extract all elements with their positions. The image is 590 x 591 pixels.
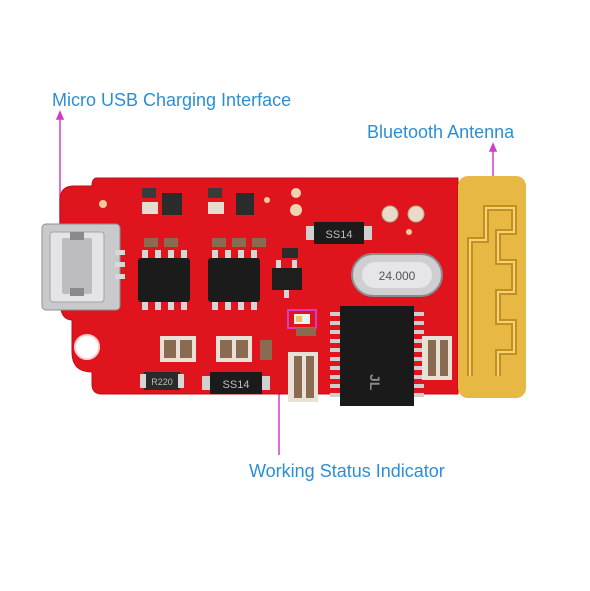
crystal-oscillator: 24.000 bbox=[351, 253, 443, 297]
via bbox=[291, 188, 301, 198]
mounting-hole bbox=[74, 334, 100, 360]
micro-usb-connector bbox=[41, 223, 125, 311]
ic-logo: JL bbox=[367, 374, 383, 391]
status-callout-label: Working Status Indicator bbox=[249, 461, 445, 481]
regulator bbox=[272, 248, 302, 298]
bluetooth-antenna bbox=[458, 176, 526, 398]
resistor-marking: R220 bbox=[151, 377, 173, 387]
solder-pad bbox=[381, 205, 399, 223]
resistor-array-right bbox=[422, 336, 452, 380]
resistor-array-left bbox=[288, 352, 318, 402]
usb-pointer-arrow bbox=[55, 110, 65, 120]
bluetooth-ic: JL bbox=[330, 306, 424, 406]
via bbox=[406, 229, 412, 235]
via bbox=[290, 204, 302, 216]
crystal-marking: 24.000 bbox=[379, 269, 416, 283]
amplifier-chip-2 bbox=[208, 250, 260, 310]
diode-bottom-marking: SS14 bbox=[223, 379, 250, 391]
top-components bbox=[142, 188, 254, 215]
antenna-pointer-arrow bbox=[488, 142, 498, 152]
solder-pad bbox=[407, 205, 425, 223]
resistor-r220: R220 bbox=[140, 372, 184, 390]
status-led bbox=[287, 309, 317, 336]
diode-bottom: SS14 bbox=[202, 372, 270, 394]
amplifier-chip-1 bbox=[138, 250, 190, 310]
capacitor-row bbox=[144, 238, 266, 247]
usb-callout-label: Micro USB Charging Interface bbox=[52, 90, 292, 110]
bottom-components bbox=[160, 336, 272, 362]
via bbox=[264, 197, 270, 203]
via bbox=[99, 200, 107, 208]
antenna-callout-label: Bluetooth Antenna bbox=[367, 122, 515, 142]
diode-top: SS14 bbox=[306, 222, 372, 244]
diode-top-marking: SS14 bbox=[326, 229, 353, 241]
